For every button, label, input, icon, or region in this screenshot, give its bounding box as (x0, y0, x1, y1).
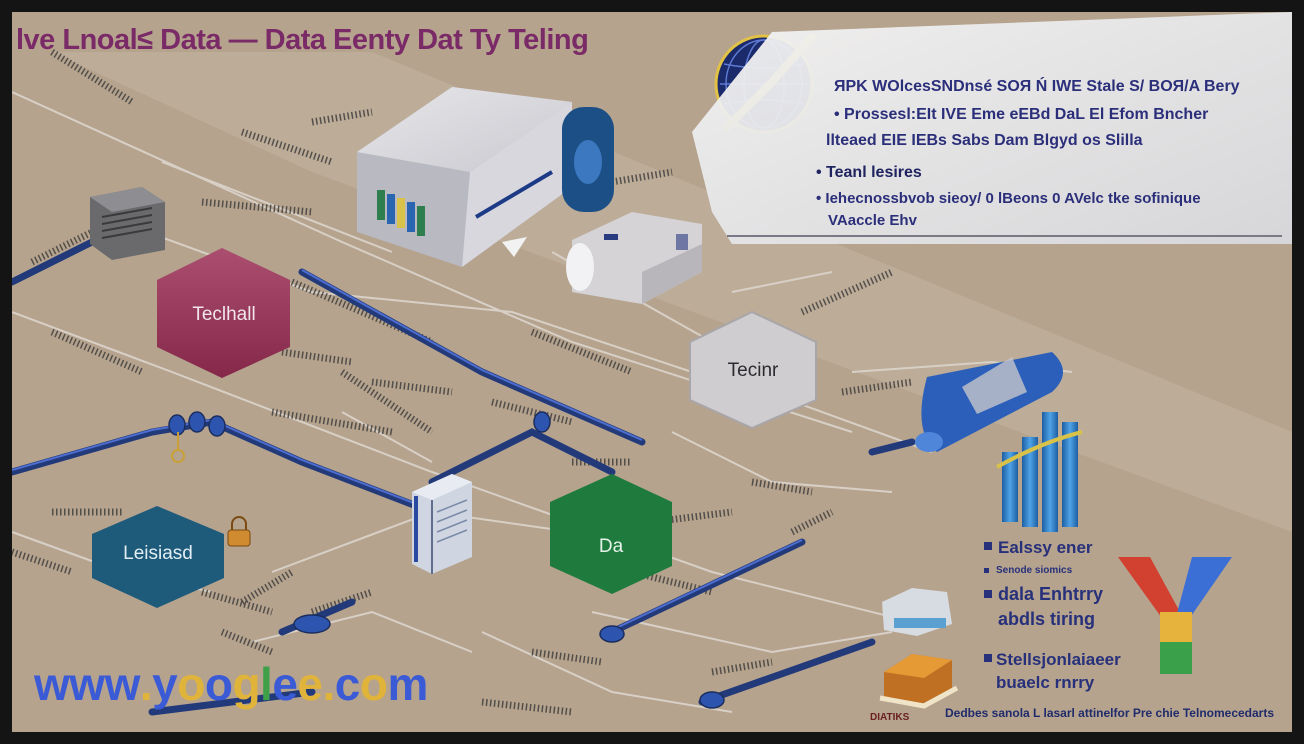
hexagon-label: Leisiasd (123, 543, 193, 564)
panel-line-text: Iehecnossbvob sieoy/ 0 lBeons 0 AVelc tk… (825, 190, 1201, 207)
legend-item: dala Enhtrry (998, 584, 1104, 604)
bar-chart-icon (996, 412, 1083, 532)
legend-item: Senode siomics (996, 565, 1073, 576)
watermark-letter: o (177, 658, 205, 710)
legend-item: buaelc rnrry (996, 673, 1095, 692)
watermark-letter: w (69, 658, 105, 710)
panel-line: ЯPK WOlcesSNDnsé SOЯ Ń IWE Stale S/ BOЯ/… (834, 78, 1240, 95)
watermark-letter: e (297, 658, 323, 710)
scanner-icon (566, 212, 702, 304)
small-key-icon (171, 432, 185, 463)
bullet-icon: • (816, 164, 827, 181)
bullet-icon: • (834, 106, 845, 123)
footer-text: Dedbes sanola L lasarl attinelfor Pre ch… (945, 706, 1275, 720)
watermark-letter: y (152, 658, 178, 710)
page-title: lve Lnoal≤ Data — Data Eenty Dat Ty Teli… (16, 24, 589, 56)
watermark-letter: . (139, 658, 153, 710)
panel-line: • Prossesl:EIt IVE Eme eEBd DaL El Efom … (834, 106, 1208, 124)
small-tag: DIATIKS (870, 712, 910, 723)
info-panel (692, 12, 1292, 244)
panel-line: llteaed EIE IEBs Sabs Dam Blgyd os Slill… (826, 132, 1143, 149)
watermark-letter: c (334, 658, 361, 710)
hexagon-leisiasd (92, 506, 224, 608)
legend-item: Ealssy ener (998, 538, 1093, 557)
database-icon (879, 654, 959, 709)
panel-line: VAaccle Ehv (828, 212, 917, 229)
watermark-letter: m (387, 658, 429, 710)
server-drive-bays (377, 190, 425, 236)
panel-line-text: Prossesl:EIt IVE Eme eEBd DaL El Efom Bn… (844, 106, 1209, 123)
hexagon-da (550, 474, 672, 594)
watermark-letter: . (322, 658, 336, 710)
network-illustration (12, 12, 1292, 716)
hexagon-shapes (92, 248, 817, 608)
watermark-letter: g (232, 658, 261, 710)
router-icon (882, 588, 952, 636)
watermark-letter: w (34, 658, 70, 710)
hexagon-label: Teclhall (192, 304, 256, 325)
server-rack-icon (412, 474, 472, 574)
watermark-letter: o (359, 658, 388, 710)
pipe-connectors (168, 411, 725, 709)
server-icon (357, 87, 614, 267)
printer-icon (90, 187, 165, 260)
hexagon-label: Tecinr (727, 360, 779, 381)
bullet-icon: • (816, 190, 826, 207)
legend-item: Stellsjonlaiaeer (996, 650, 1121, 669)
watermark-letter: o (204, 658, 233, 710)
watermark-letter: l (260, 658, 273, 710)
cylinder-icon (915, 352, 1063, 452)
legend-item: abdls tiring (998, 609, 1096, 629)
panel-line: • Teanl lesires (816, 164, 922, 182)
watermark-text: www.yooglee.com (34, 657, 428, 711)
info-panel-text: ЯPK WOlcesSNDnsé SOЯ Ń IWE Stale S/ BOЯ/… (712, 14, 1292, 246)
infographic-canvas: lve Lnoal≤ Data — Data Eenty Dat Ty Teli… (12, 12, 1292, 732)
hexagon-label: Da (598, 536, 624, 557)
y-logo-icon (1118, 557, 1232, 674)
padlock-icon (227, 516, 251, 547)
panel-line-text: Teanl lesires (826, 164, 922, 181)
watermark-letter: e (272, 658, 298, 710)
panel-line: • Iehecnossbvob sieoy/ 0 lBeons 0 AVelc … (816, 190, 1201, 207)
legend-markers (984, 542, 992, 662)
watermark-letter: w (104, 658, 141, 710)
hexagon-tecinr (689, 310, 817, 430)
